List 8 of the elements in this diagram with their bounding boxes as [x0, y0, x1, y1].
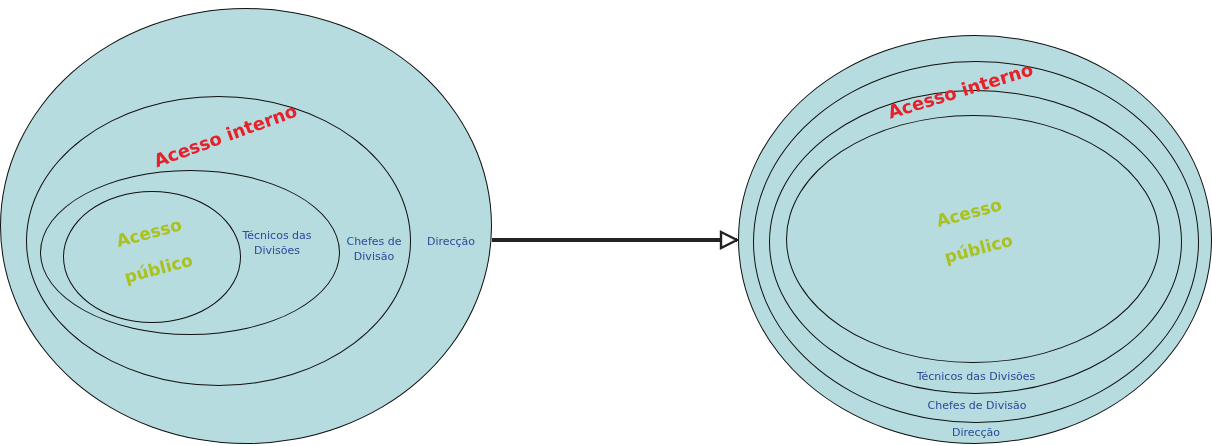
arrow [492, 230, 739, 250]
region-label: Chefes de Divisão [926, 399, 1028, 414]
region-label: Técnicos das Divisões [915, 370, 1037, 385]
region-label: Técnicos das Divisões [241, 229, 313, 259]
region-label: Direcção [425, 235, 477, 250]
zone-label: Acesso interno [885, 58, 1036, 123]
region-label: Chefes de Divisão [345, 235, 403, 265]
region-label: Direcção [950, 426, 1002, 441]
